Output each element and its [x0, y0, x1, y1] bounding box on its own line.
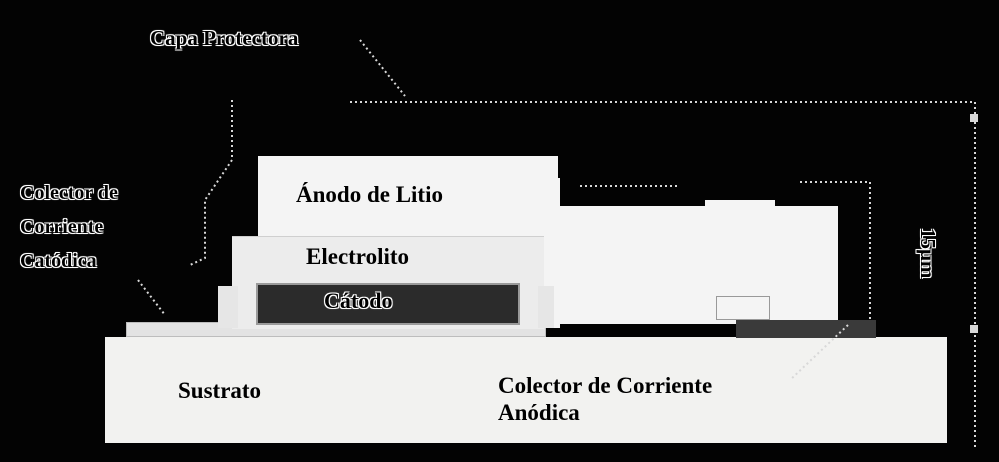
substrate-label: Sustrato: [178, 378, 262, 403]
cathode-collector-leader-line: [137, 279, 166, 316]
protective-layer-label: Capa Protectora: [150, 26, 299, 50]
dimension-tick-top: [970, 114, 978, 122]
thickness-dimension-label: 15μm: [916, 228, 940, 279]
lithium-anode-extension: [556, 206, 838, 324]
protective-layer-inner-outline: [580, 181, 871, 322]
cathode-layer: [256, 283, 520, 325]
anode-current-collector-label: Colector de Corriente Anódica: [498, 373, 713, 425]
anode-collector-leader-line: [789, 324, 849, 381]
protective-layer-leader-line: [359, 39, 406, 97]
left-dotted-guide: [189, 100, 233, 266]
cathode-current-collector-label: Colector de Corriente Catódica: [20, 182, 118, 272]
dimension-tick-bottom: [970, 325, 978, 333]
lithium-anode-right-bump: [705, 200, 775, 212]
electrolyte-label: Electrolito: [306, 244, 410, 269]
substrate-layer: [105, 337, 947, 443]
cathode-label: Cátodo: [324, 288, 393, 313]
electrolyte-foot-right: [538, 286, 554, 328]
anode-collector-notch: [716, 296, 770, 320]
protective-layer-outline: [350, 101, 976, 330]
anode-current-collector: [736, 320, 876, 338]
lithium-anode-label: Ánodo de Litio: [296, 182, 443, 207]
electrolyte-foot-left: [218, 286, 238, 328]
